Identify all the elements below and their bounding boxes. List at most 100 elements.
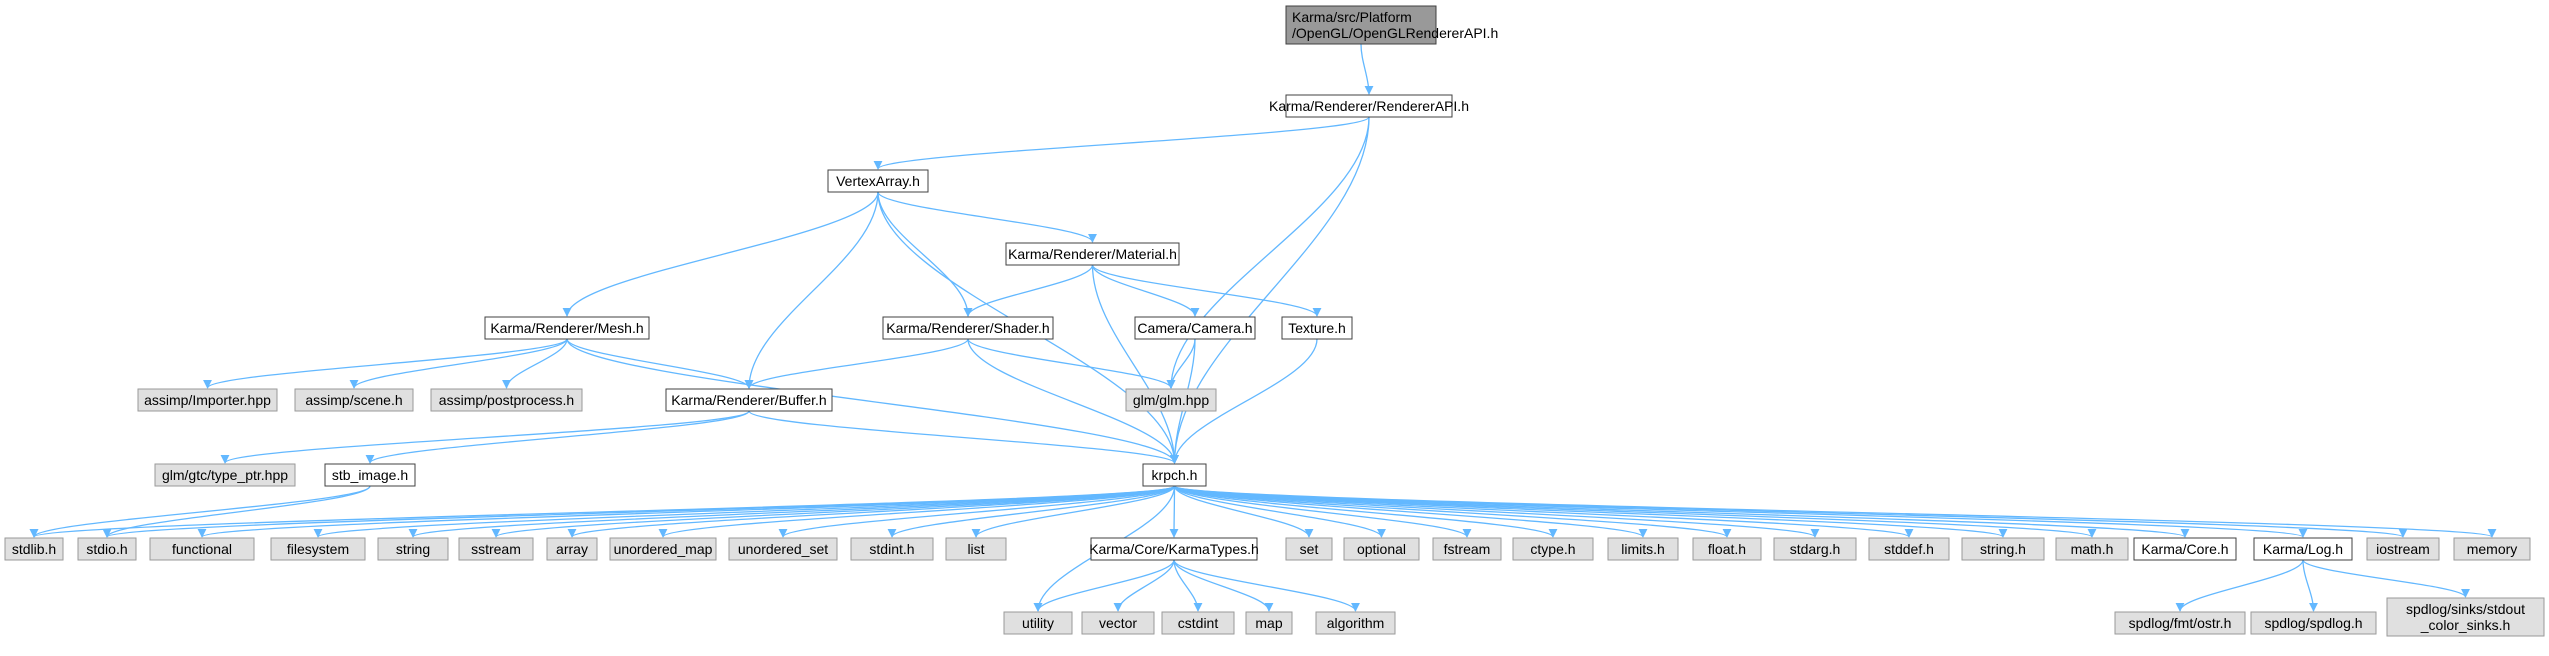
node-box bbox=[1090, 537, 1258, 561]
edge-rendererapi-to-krpch bbox=[1170, 116, 1370, 464]
node-box bbox=[270, 537, 366, 561]
node-label: Karma/Renderer/Mesh.h bbox=[490, 320, 643, 336]
node-box bbox=[1142, 463, 1207, 487]
node-typeptr: glm/gtc/type_ptr.hpp bbox=[154, 463, 296, 487]
node-box bbox=[1868, 537, 1950, 561]
node-shader[interactable]: Karma/Renderer/Shader.h bbox=[882, 316, 1054, 340]
edge-krpch-to-memory bbox=[1173, 485, 2496, 538]
node-box bbox=[827, 169, 929, 193]
node-stbimage[interactable]: stb_image.h bbox=[324, 463, 416, 487]
node-label: utility bbox=[1022, 615, 1054, 631]
node-label: Karma/Renderer/Shader.h bbox=[886, 320, 1049, 336]
edge-krpch-to-stringh bbox=[1173, 485, 2008, 538]
edge-krpch-to-array bbox=[567, 485, 1176, 538]
node-label: unordered_map bbox=[614, 541, 713, 557]
node-material[interactable]: Karma/Renderer/Material.h bbox=[1005, 242, 1180, 266]
edges-layer bbox=[29, 43, 2496, 612]
node-box bbox=[430, 388, 583, 412]
node-box bbox=[294, 388, 414, 412]
node-mesh[interactable]: Karma/Renderer/Mesh.h bbox=[484, 316, 650, 340]
node-label: functional bbox=[172, 541, 232, 557]
node-label: VertexArray.h bbox=[836, 173, 920, 189]
edge-krpch-to-functional bbox=[197, 485, 1176, 538]
node-label: cstdint bbox=[1178, 615, 1219, 631]
node-label: Karma/Core/KarmaTypes.h bbox=[1089, 541, 1259, 557]
node-label: stdarg.h bbox=[1790, 541, 1841, 557]
edge-shader-to-glm bbox=[967, 338, 1176, 389]
edge-krpch-to-unordered_map bbox=[658, 485, 1176, 538]
edge-buffer-to-stbimage bbox=[365, 410, 750, 464]
node-box bbox=[2253, 537, 2353, 561]
edge-log-to-stdoutsinks bbox=[2302, 559, 2470, 598]
edge-krpch-to-optional bbox=[1173, 485, 1386, 538]
node-sstream: sstream bbox=[458, 537, 534, 561]
node-rendererapi[interactable]: Karma/Renderer/RendererAPI.h bbox=[1269, 94, 1469, 118]
node-fmtostr: spdlog/fmt/ostr.h bbox=[2114, 611, 2246, 635]
edge-root-to-rendererapi bbox=[1360, 43, 1374, 95]
edge-log-to-spdlog bbox=[2302, 559, 2318, 612]
node-label: assimp/postprocess.h bbox=[439, 392, 574, 408]
node-box bbox=[1134, 316, 1256, 340]
node-label: /OpenGL/OpenGLRendererAPI.h bbox=[1292, 25, 1498, 41]
edge-mesh-to-buffer bbox=[566, 338, 754, 389]
node-box bbox=[1773, 537, 1857, 561]
node-log[interactable]: Karma/Log.h bbox=[2253, 537, 2353, 561]
node-box bbox=[1285, 537, 1333, 561]
edge-mesh-to-krpch bbox=[566, 338, 1179, 464]
edge-buffer-to-typeptr bbox=[220, 410, 750, 464]
node-buffer[interactable]: Karma/Renderer/Buffer.h bbox=[665, 388, 833, 412]
node-krpch[interactable]: krpch.h bbox=[1142, 463, 1207, 487]
edge-krpch-to-list bbox=[971, 485, 1176, 538]
node-stdarg: stdarg.h bbox=[1773, 537, 1857, 561]
node-box bbox=[137, 388, 278, 412]
node-label: assimp/scene.h bbox=[305, 392, 402, 408]
node-label: unordered_set bbox=[738, 541, 828, 557]
node-box bbox=[1125, 388, 1217, 412]
node-label: Texture.h bbox=[1288, 320, 1346, 336]
node-stddef: stddef.h bbox=[1868, 537, 1950, 561]
node-label: array bbox=[556, 541, 588, 557]
node-stringh: string.h bbox=[1961, 537, 2045, 561]
node-box bbox=[1281, 316, 1353, 340]
node-box bbox=[1005, 242, 1180, 266]
node-label: stdint.h bbox=[869, 541, 914, 557]
node-box bbox=[728, 537, 838, 561]
node-map: map bbox=[1245, 611, 1293, 635]
node-label: list bbox=[967, 541, 984, 557]
edge-vertexarray-to-mesh bbox=[562, 191, 879, 317]
edge-material-to-texture bbox=[1091, 264, 1322, 317]
node-label: Camera/Camera.h bbox=[1137, 320, 1252, 336]
node-label: optional bbox=[1357, 541, 1406, 557]
node-vertexarray[interactable]: VertexArray.h bbox=[827, 169, 929, 193]
edge-material-to-shader bbox=[963, 264, 1094, 317]
node-label: Karma/Core.h bbox=[2141, 541, 2228, 557]
node-ctype: ctype.h bbox=[1512, 537, 1594, 561]
node-functional: functional bbox=[149, 537, 255, 561]
node-box bbox=[4, 537, 64, 561]
node-core[interactable]: Karma/Core.h bbox=[2133, 537, 2237, 561]
node-box bbox=[546, 537, 598, 561]
node-box bbox=[1432, 537, 1502, 561]
node-label: assimp/Importer.hpp bbox=[144, 392, 271, 408]
edge-vertexarray-to-buffer bbox=[744, 191, 879, 389]
node-karmatypes[interactable]: Karma/Core/KarmaTypes.h bbox=[1089, 537, 1259, 561]
edge-krpch-to-filesystem bbox=[313, 485, 1176, 538]
node-box bbox=[2133, 537, 2237, 561]
node-box bbox=[154, 463, 296, 487]
node-camera[interactable]: Camera/Camera.h bbox=[1134, 316, 1256, 340]
node-algorithm: algorithm bbox=[1315, 611, 1396, 635]
node-postprocess: assimp/postprocess.h bbox=[430, 388, 583, 412]
edge-vertexarray-to-shader bbox=[877, 191, 973, 317]
node-stdint: stdint.h bbox=[850, 537, 934, 561]
edge-shader-to-krpch bbox=[967, 338, 1179, 464]
edge-krpch-to-stdint bbox=[887, 485, 1176, 538]
node-label: Karma/Renderer/Buffer.h bbox=[671, 392, 826, 408]
node-stdio: stdio.h bbox=[77, 537, 137, 561]
node-memory: memory bbox=[2453, 537, 2531, 561]
node-texture[interactable]: Texture.h bbox=[1281, 316, 1353, 340]
node-box bbox=[149, 537, 255, 561]
node-box bbox=[1343, 537, 1420, 561]
edge-karmatypes-to-utility bbox=[1033, 559, 1175, 612]
node-box bbox=[1512, 537, 1594, 561]
node-box bbox=[1692, 537, 1762, 561]
